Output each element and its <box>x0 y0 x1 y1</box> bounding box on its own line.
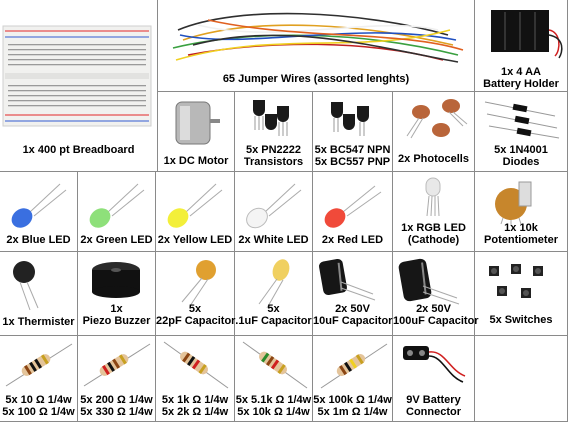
piezo-buzzer-label: 1x Piezo Buzzer <box>82 303 151 327</box>
resistors-100k-1m-image <box>320 343 388 389</box>
cell-capacitor-100uf: 2x 50V 100uF Capacitor <box>393 252 479 336</box>
cell-transistors-pn2222: 5x PN2222 Transistors <box>235 92 313 172</box>
breadboard-image <box>2 25 152 127</box>
cell-diodes: 5x 1N4001 Diodes <box>475 92 568 172</box>
rgb-led-image <box>425 177 441 217</box>
cell-transistors-bc: 5x BC547 NPN 5x BC557 PNP <box>313 92 393 172</box>
battery-connector-label: 9V Battery Connector <box>406 394 461 418</box>
cell-dc-motor: 1x DC Motor <box>158 92 235 172</box>
yellow-led-image <box>167 183 223 228</box>
rgb-led-label: 1x RGB LED (Cathode) <box>401 222 466 246</box>
cell-photocells: 2x Photocells <box>393 92 475 172</box>
cell-thermister: 1x Thermister <box>0 252 78 336</box>
capacitor-1uf-image <box>258 259 290 309</box>
resistors-10-100-label: 5x 10 Ω 1/4w 5x 100 Ω 1/4w <box>2 394 75 418</box>
thermister-label: 1x Thermister <box>2 316 75 328</box>
cell-capacitor-1uf: 5x .1uF Capacitor <box>235 252 313 336</box>
transistors-bc-image <box>331 102 369 136</box>
piezo-buzzer-image <box>92 262 140 298</box>
battery-connector-image <box>403 346 466 383</box>
thermister-image <box>13 261 39 311</box>
cell-resistors-1k-2k: 5x 1k Ω 1/4w 5x 2k Ω 1/4w <box>156 336 235 422</box>
transistors-bc-label: 5x BC547 NPN 5x BC557 PNP <box>314 144 391 168</box>
resistors-1k-2k-image <box>163 341 229 389</box>
cell-jumper-wires: 65 Jumper Wires (assorted lenghts) <box>158 0 475 92</box>
cell-white-led: 2x White LED <box>235 172 313 252</box>
transistors-pn2222-image <box>253 100 289 136</box>
blue-led-label: 2x Blue LED <box>6 234 71 246</box>
capacitor-1uf-label: 5x .1uF Capacitor <box>235 303 312 327</box>
cell-empty <box>475 336 568 422</box>
photocells-image <box>406 99 468 139</box>
cell-capacitor-10uf: 2x 50V 10uF Capacitor <box>313 252 393 336</box>
diodes-image <box>484 101 560 139</box>
resistors-1k-2k-label: 5x 1k Ω 1/4w 5x 2k Ω 1/4w <box>161 394 229 418</box>
cell-battery-connector: 9V Battery Connector <box>393 336 475 422</box>
capacitor-22pf-label: 5x 22pF Capacitor <box>156 303 236 327</box>
resistors-200-330-label: 5x 200 Ω 1/4w 5x 330 Ω 1/4w <box>80 394 153 418</box>
resistors-5k1-10k-label: 5x 5.1k Ω 1/4w 5x 10k Ω 1/4w <box>235 394 312 418</box>
red-led-label: 2x Red LED <box>321 234 384 246</box>
battery-holder-label: 1x 4 AA Battery Holder <box>483 66 559 90</box>
breadboard-label: 1x 400 pt Breadboard <box>22 144 135 156</box>
cell-resistors-10-100: 5x 10 Ω 1/4w 5x 100 Ω 1/4w <box>0 336 78 422</box>
cell-yellow-led: 2x Yellow LED <box>156 172 235 252</box>
jumper-wires-image <box>172 12 464 63</box>
dc-motor-image <box>175 101 220 145</box>
white-led-label: 2x White LED <box>238 234 309 246</box>
cell-capacitor-22pf: 5x 22pF Capacitor <box>156 252 235 336</box>
capacitor-100uf-image <box>398 258 460 305</box>
resistors-100k-1m-label: 5x 100k Ω 1/4w 5x 1m Ω 1/4w <box>313 394 392 418</box>
cell-switches: 5x Switches <box>475 252 568 336</box>
photocells-label: 2x Photocells <box>398 153 469 165</box>
cell-rgb-led: 1x RGB LED (Cathode) <box>393 172 475 252</box>
cell-battery-holder: 1x 4 AA Battery Holder <box>475 0 568 92</box>
jumper-wires-label: 65 Jumper Wires (assorted lenghts) <box>222 73 410 85</box>
cell-piezo-buzzer: 1x Piezo Buzzer <box>78 252 156 336</box>
capacitor-100uf-label: 2x 50V 100uF Capacitor <box>393 303 479 327</box>
diodes-label: 5x 1N4001 Diodes <box>494 144 548 168</box>
switches-image <box>489 264 543 298</box>
capacitor-10uf-label: 2x 50V 10uF Capacitor <box>313 303 393 327</box>
potentiometer-image <box>495 181 532 226</box>
green-led-label: 2x Green LED <box>80 234 153 246</box>
switches-label: 5x Switches <box>489 314 553 326</box>
white-led-image <box>246 183 302 229</box>
capacitor-10uf-image <box>319 258 376 301</box>
battery-holder-image <box>491 10 563 59</box>
cell-potentiometer: 1x 10k Potentiometer <box>475 172 568 252</box>
transistors-pn2222-label: 5x PN2222 Transistors <box>243 144 304 168</box>
green-led-image <box>89 183 145 228</box>
blue-led-image <box>11 183 67 228</box>
capacitor-22pf-image <box>181 260 216 307</box>
dc-motor-label: 1x DC Motor <box>163 155 229 167</box>
cell-breadboard: 1x 400 pt Breadboard <box>0 0 158 172</box>
cell-red-led: 2x Red LED <box>313 172 393 252</box>
resistors-10-100-image <box>5 343 73 387</box>
cell-resistors-200-330: 5x 200 Ω 1/4w 5x 330 Ω 1/4w <box>78 336 156 422</box>
cell-resistors-100k-1m: 5x 100k Ω 1/4w 5x 1m Ω 1/4w <box>313 336 393 422</box>
yellow-led-label: 2x Yellow LED <box>157 234 233 246</box>
potentiometer-label: 1x 10k Potentiometer <box>484 222 558 246</box>
cell-blue-led: 2x Blue LED <box>0 172 78 252</box>
resistors-200-330-image <box>83 343 151 387</box>
cell-resistors-5k1-10k: 5x 5.1k Ω 1/4w 5x 10k Ω 1/4w <box>235 336 313 422</box>
cell-green-led: 2x Green LED <box>78 172 156 252</box>
red-led-image <box>324 185 382 228</box>
resistors-5k1-10k-image <box>242 341 308 389</box>
